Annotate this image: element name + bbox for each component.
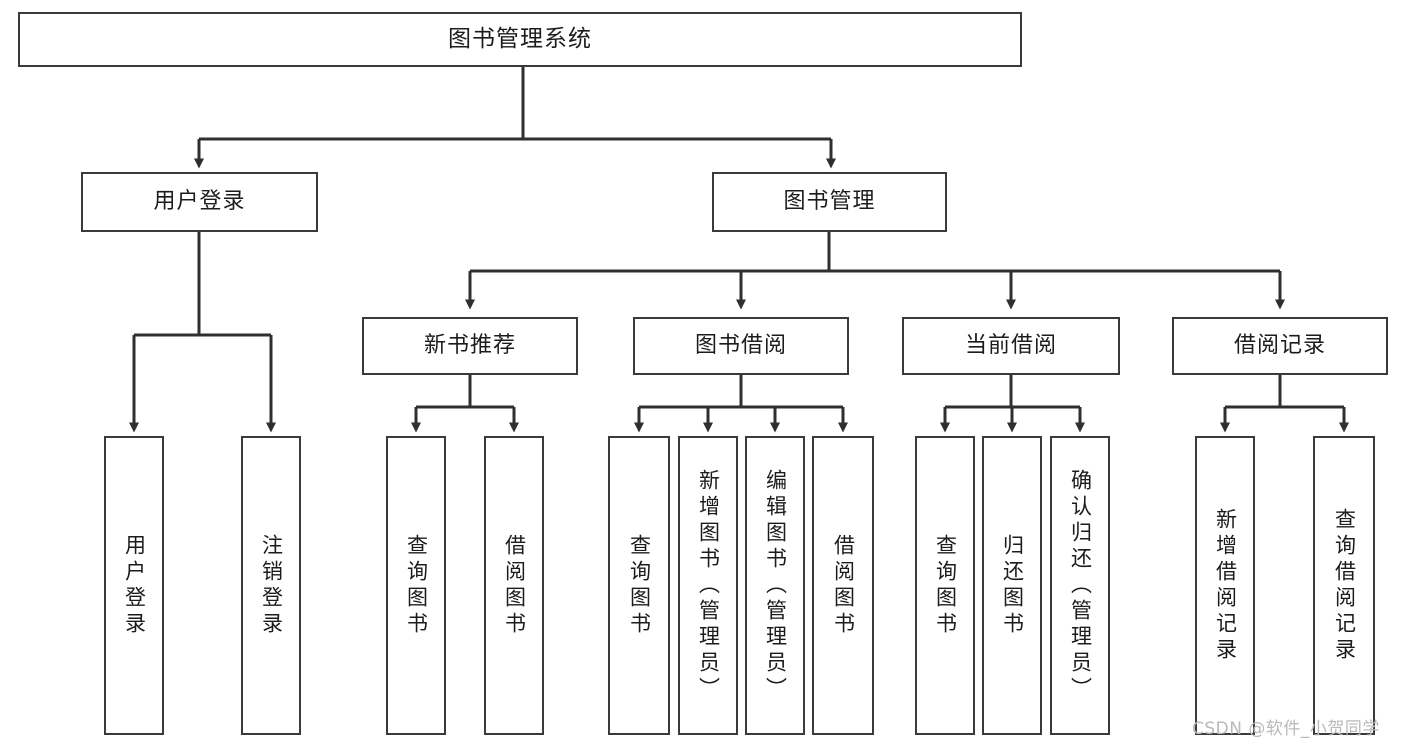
- node-borrow-record[interactable]: 借阅记录: [1172, 317, 1388, 375]
- node-book-borrow[interactable]: 图书借阅: [633, 317, 849, 375]
- node-root-system[interactable]: 图书管理系统: [18, 12, 1022, 67]
- leaf-label: 查询图书: [404, 533, 429, 638]
- leaf-label: 查询图书: [933, 533, 958, 638]
- leaf-query-borrow-record[interactable]: 查询借阅记录: [1313, 436, 1375, 735]
- node-new-book-recommend[interactable]: 新书推荐: [362, 317, 578, 375]
- leaf-label: 用户登录: [122, 533, 147, 638]
- leaf-label: 查询借阅记录: [1332, 507, 1357, 664]
- leaf-borrow-book[interactable]: 借阅图书: [812, 436, 874, 735]
- leaf-query-book-borrow[interactable]: 查询图书: [608, 436, 670, 735]
- leaf-label: 归还图书: [1000, 533, 1025, 638]
- node-current-borrow[interactable]: 当前借阅: [902, 317, 1120, 375]
- csdn-watermark: CSDN @软件_小贺同学: [1192, 719, 1380, 739]
- leaf-label: 借阅图书: [502, 533, 527, 638]
- leaf-query-book-current[interactable]: 查询图书: [915, 436, 975, 735]
- leaf-label: 借阅图书: [831, 533, 856, 638]
- leaf-label: 确认归还（管理员）: [1068, 468, 1093, 703]
- leaf-label: 新增借阅记录: [1213, 507, 1238, 664]
- leaf-query-book-recommend[interactable]: 查询图书: [386, 436, 446, 735]
- leaf-add-book-admin[interactable]: 新增图书（管理员）: [678, 436, 738, 735]
- node-book-management[interactable]: 图书管理: [712, 172, 947, 232]
- leaf-confirm-return-admin[interactable]: 确认归还（管理员）: [1050, 436, 1110, 735]
- leaf-user-logout[interactable]: 注销登录: [241, 436, 301, 735]
- leaf-label: 新增图书（管理员）: [696, 468, 721, 703]
- leaf-label: 查询图书: [627, 533, 652, 638]
- leaf-edit-book-admin[interactable]: 编辑图书（管理员）: [745, 436, 805, 735]
- leaf-user-login[interactable]: 用户登录: [104, 436, 164, 735]
- leaf-borrow-book-recommend[interactable]: 借阅图书: [484, 436, 544, 735]
- leaf-label: 编辑图书（管理员）: [763, 468, 788, 703]
- node-user-login[interactable]: 用户登录: [81, 172, 318, 232]
- leaf-return-book[interactable]: 归还图书: [982, 436, 1042, 735]
- leaf-label: 注销登录: [259, 533, 284, 638]
- leaf-add-borrow-record[interactable]: 新增借阅记录: [1195, 436, 1255, 735]
